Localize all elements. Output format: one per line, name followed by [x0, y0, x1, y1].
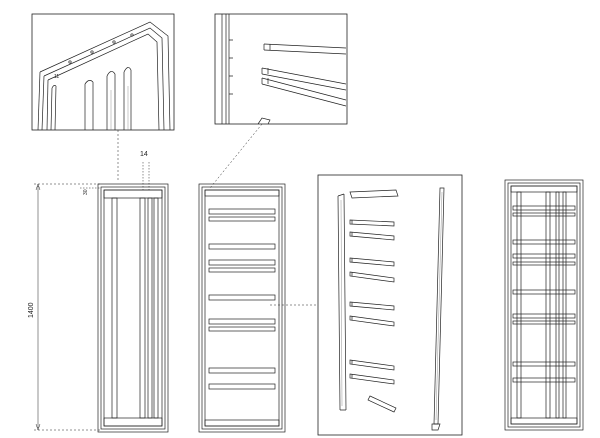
dimension-bar-width: 14 [140, 151, 150, 190]
top-offset-label: 30 [83, 189, 89, 195]
assembled-frame [504, 179, 584, 431]
detail-top-corner: 11 [31, 13, 175, 131]
front-vertical-bars [97, 183, 169, 433]
detail-rail-ends [214, 13, 348, 125]
dimension-height: 1400 30 [28, 183, 100, 431]
leader-lines [117, 123, 318, 306]
front-horizontal-bars [198, 183, 286, 433]
bar-width-label: 14 [140, 151, 148, 158]
exploded-parts [317, 174, 463, 436]
height-label: 1400 [28, 302, 35, 318]
detail-bar-label: 11 [54, 74, 59, 80]
